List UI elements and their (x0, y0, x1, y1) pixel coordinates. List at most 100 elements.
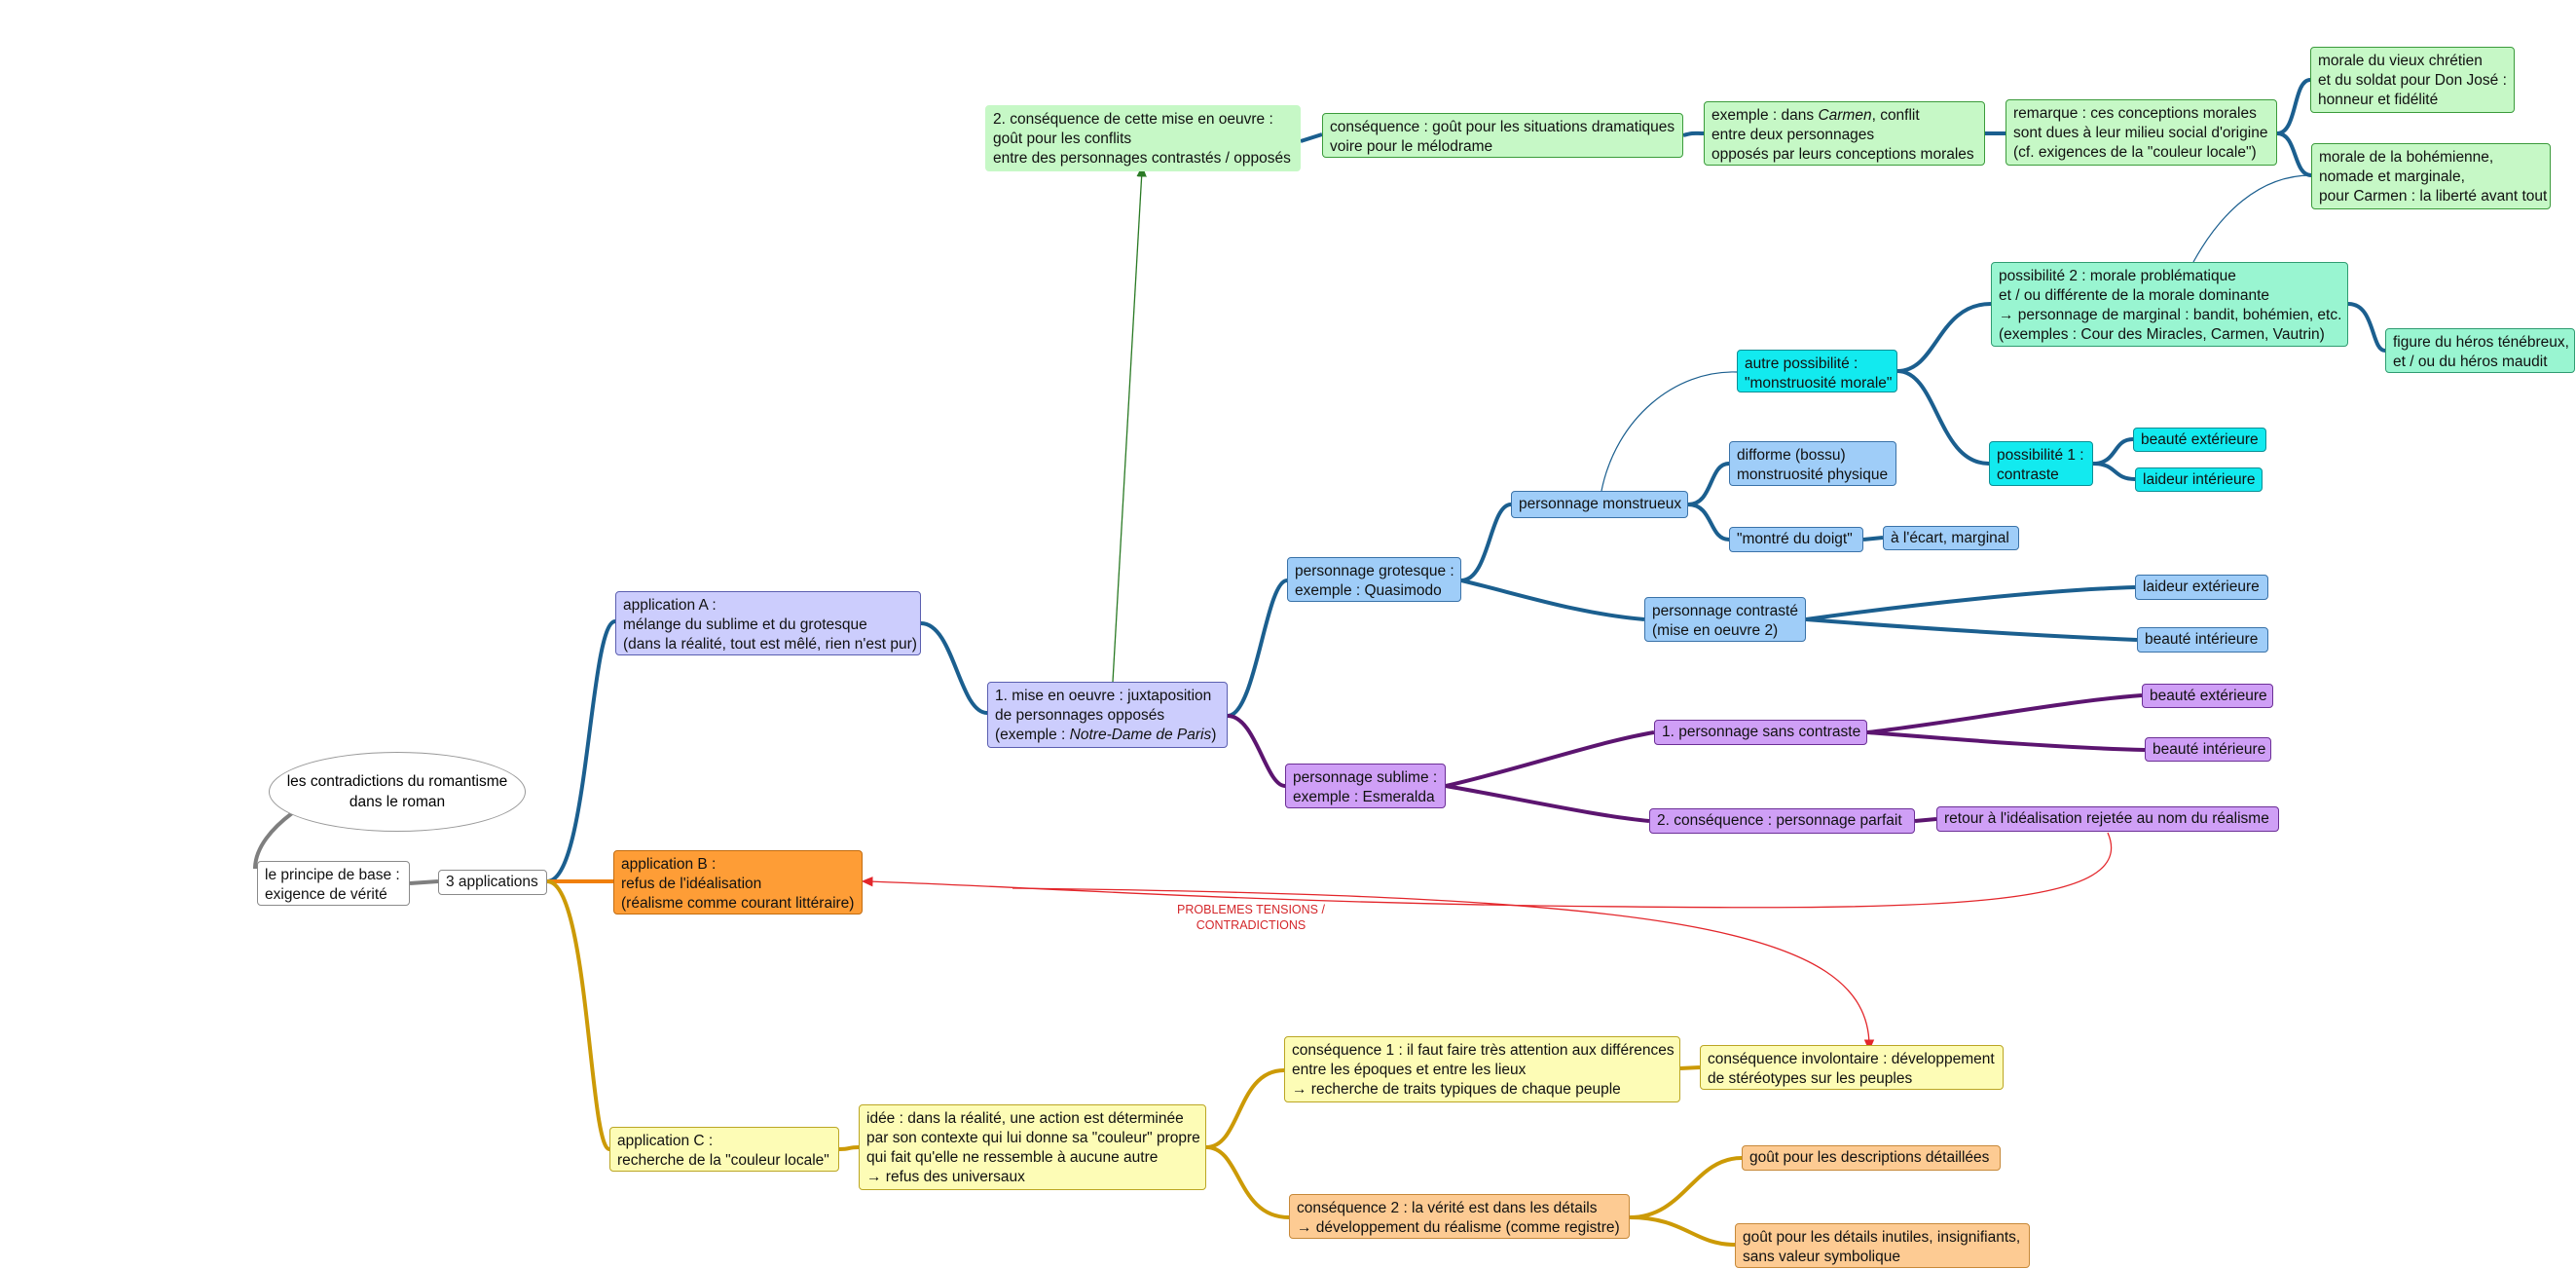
node-gout-situations-dramatiques[interactable]: conséquence : goût pour les situations d… (1322, 113, 1683, 158)
node-application-c[interactable]: application C : recherche de la "couleur… (609, 1127, 839, 1172)
node-line: application B : (621, 856, 717, 873)
node-line: conséquence 2 : la vérité est dans les d… (1297, 1200, 1598, 1216)
node-line: morale de la bohémienne, (2319, 149, 2494, 166)
node-line: 1. mise en oeuvre : juxtaposition (995, 688, 1212, 704)
node-line: à l'écart, marginal (1891, 530, 2009, 546)
node-trois-applications[interactable]: 3 applications (438, 870, 547, 895)
node-consequence-1[interactable]: conséquence 1 : il faut faire très atten… (1284, 1036, 1680, 1102)
node-laideur-interieure[interactable]: laideur intérieure (2135, 467, 2263, 492)
node-mise-en-oeuvre-1[interactable]: 1. mise en oeuvre : juxtaposition de per… (987, 682, 1228, 748)
node-montre-du-doigt[interactable]: "montré du doigt" (1729, 527, 1863, 552)
link-sublime-sanscontraste (1445, 730, 1655, 788)
node-morale-bohemienne[interactable]: morale de la bohémienne, nomade et margi… (2311, 143, 2551, 209)
node-line: personnage grotesque : (1295, 563, 1454, 579)
node-consequence-2-conflits[interactable]: 2. conséquence de cette mise en oeuvre :… (985, 105, 1301, 171)
node-line: recherche de la "couleur locale" (617, 1152, 829, 1169)
node-details-inutiles[interactable]: goût pour les détails inutiles, insignif… (1735, 1223, 2030, 1268)
title-ellipse[interactable]: les contradictions du romantisme dans le… (269, 752, 526, 832)
link-autre-poss1 (1896, 369, 1990, 466)
link-consq1-involontaire (1679, 1065, 1701, 1070)
node-line: et du soldat pour Don José : (2318, 72, 2507, 89)
link-retour-appB (861, 832, 2113, 909)
node-possibilite-2[interactable]: possibilité 2 : morale problématique et … (1991, 262, 2348, 347)
node-line: autre possibilité : (1745, 355, 1858, 372)
node-sans-contraste[interactable]: 1. personnage sans contraste (1654, 720, 1867, 745)
node-line: beauté extérieure (2141, 431, 2259, 448)
link-autre-poss2 (1896, 302, 1992, 373)
node-line: conséquence : goût pour les situations d… (1330, 119, 1675, 135)
node-possibilite-1[interactable]: possibilité 1 : contraste (1989, 441, 2093, 486)
link-grotesque-monstrueux (1460, 503, 1512, 582)
link-appC-idee (838, 1145, 860, 1151)
node-personnage-parfait[interactable]: 2. conséquence : personnage parfait (1649, 808, 1915, 834)
link-trois-appA (546, 619, 616, 883)
node-line: mélange du sublime et du grotesque (623, 616, 867, 633)
node-principe[interactable]: le principe de base : exigence de vérité (257, 861, 410, 906)
node-line: entre des personnages contrastés / oppos… (993, 150, 1291, 167)
link-sublime-parfait (1445, 784, 1650, 823)
node-consequence-involontaire[interactable]: conséquence involontaire : développement… (1700, 1045, 2004, 1090)
link-gout-exemple (1682, 131, 1705, 137)
link-consq2b-descriptions (1629, 1156, 1743, 1219)
node-line: idée : dans la réalité, une action est d… (866, 1110, 1184, 1127)
node-line: → recherche de traits typiques de chaque… (1292, 1081, 1621, 1098)
node-line: entre les époques et entre les lieux (1292, 1062, 1527, 1078)
node-beaute-interieure-1[interactable]: beauté intérieure (2137, 627, 2268, 653)
node-laideur-exterieure[interactable]: laideur extérieure (2135, 575, 2268, 600)
node-line: honneur et fidélité (2318, 92, 2439, 108)
problemes-label: PROBLEMES TENSIONS / CONTRADICTIONS (1149, 902, 1353, 933)
node-exemple-carmen[interactable]: exemple : dans Carmen, conflit entre deu… (1704, 101, 1985, 166)
node-personnage-contraste[interactable]: personnage contrasté (mise en oeuvre 2) (1644, 597, 1806, 642)
node-application-a[interactable]: application A : mélange du sublime et du… (615, 591, 921, 655)
node-consequence-2-details[interactable]: conséquence 2 : la vérité est dans les d… (1289, 1194, 1630, 1239)
node-line: de stéréotypes sur les peuples (1708, 1070, 1913, 1087)
node-idee-contexte[interactable]: idée : dans la réalité, une action est d… (859, 1104, 1206, 1190)
node-line: personnage monstrueux (1519, 496, 1682, 512)
title-line-1: les contradictions du romantisme (286, 773, 508, 790)
node-line: retour à l'idéalisation rejetée au nom d… (1944, 810, 2269, 827)
node-personnage-sublime[interactable]: personnage sublime : exemple : Esmeralda (1285, 764, 1446, 808)
link-principe-trois (409, 879, 439, 885)
node-line: exemple : Esmeralda (1293, 789, 1435, 805)
node-application-b[interactable]: application B : refus de l'idéalisation … (613, 850, 863, 914)
node-heros-tenebreux[interactable]: figure du héros ténébreux, et / ou du hé… (2385, 328, 2575, 373)
node-beaute-exterieure-1[interactable]: beauté extérieure (2133, 428, 2266, 452)
node-line: possibilité 1 : (1997, 447, 2084, 464)
node-line: goût pour les détails inutiles, insignif… (1743, 1229, 2021, 1246)
node-line: (mise en oeuvre 2) (1652, 622, 1779, 639)
node-beaute-exterieure-2[interactable]: beauté extérieure (2142, 684, 2273, 708)
link-contraste-beautint (1805, 617, 2138, 642)
node-line: exigence de vérité (265, 886, 387, 903)
node-line: → développement du réalisme (comme regis… (1297, 1219, 1620, 1236)
node-line: "montré du doigt" (1737, 531, 1853, 547)
node-line: (cf. exigences de la "couleur locale") (2013, 144, 2257, 161)
link-monstrueux-difforme (1687, 462, 1730, 506)
node-descriptions-detaillees[interactable]: goût pour les descriptions détaillées (1742, 1145, 2001, 1171)
node-personnage-monstrueux[interactable]: personnage monstrueux (1511, 491, 1688, 518)
problemes-line-1: PROBLEMES (1177, 903, 1253, 916)
node-line: et / ou différente de la morale dominant… (1999, 287, 2270, 304)
node-retour-idealisation[interactable]: retour à l'idéalisation rejetée au nom d… (1936, 806, 2279, 832)
link-parfait-retour (1914, 817, 1937, 823)
link-consq2b-details (1629, 1215, 1736, 1247)
node-remarque-conceptions[interactable]: remarque : ces conceptions morales sont … (2006, 99, 2277, 166)
node-autre-possibilite[interactable]: autre possibilité : "monstruosité morale… (1737, 350, 1897, 392)
node-line: goût pour les descriptions détaillées (1749, 1149, 1990, 1166)
link-mise1-consq2 (1112, 165, 1147, 683)
node-line: 3 applications (446, 874, 538, 890)
link-trois-appC (546, 879, 611, 1151)
node-line: goût pour les conflits (993, 131, 1132, 147)
node-difforme[interactable]: difforme (bossu) monstruosité physique (1729, 441, 1896, 486)
link-remarque-bohem (2276, 131, 2312, 177)
node-line: monstruosité physique (1737, 467, 1889, 483)
link-grotesque-contraste (1460, 579, 1645, 621)
node-line: remarque : ces conceptions morales (2013, 105, 2257, 122)
node-beaute-interieure-2[interactable]: beauté intérieure (2145, 737, 2271, 762)
node-line: laideur extérieure (2143, 579, 2260, 595)
node-morale-chretien[interactable]: morale du vieux chrétien et du soldat po… (2310, 47, 2515, 113)
node-a-l-ecart[interactable]: à l'écart, marginal (1883, 526, 2019, 550)
node-line: qui fait qu'elle ne ressemble à aucune a… (866, 1149, 1159, 1166)
node-line: refus de l'idéalisation (621, 876, 762, 892)
node-personnage-grotesque[interactable]: personnage grotesque : exemple : Quasimo… (1287, 557, 1461, 602)
